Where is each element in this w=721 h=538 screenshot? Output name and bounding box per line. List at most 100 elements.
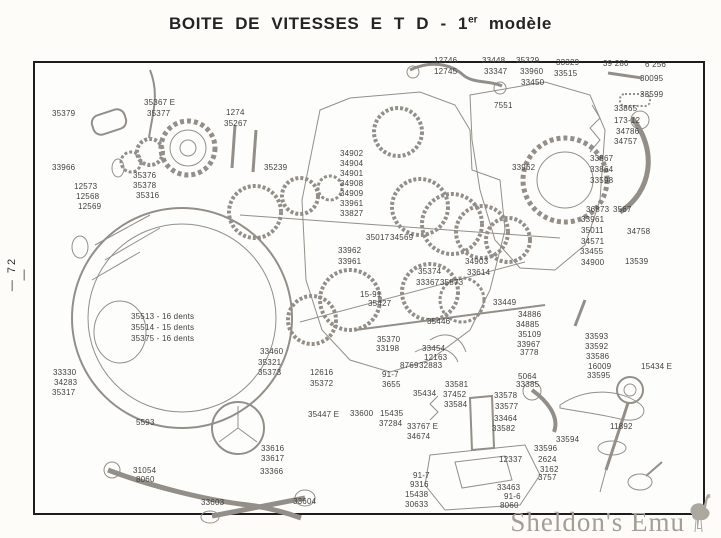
- part-label: 33961: [338, 257, 362, 266]
- part-label: 33448: [482, 56, 506, 65]
- part-label: 33595: [587, 371, 611, 380]
- part-label: 33827: [340, 209, 364, 218]
- part-label: 34885: [516, 320, 540, 329]
- part-label: 33961: [581, 215, 605, 224]
- part-label: 33586: [586, 352, 610, 361]
- part-label: 33962: [512, 163, 536, 172]
- part-label: 3757: [538, 473, 557, 482]
- part-label: 33463: [497, 483, 521, 492]
- part-label: 3655: [382, 380, 401, 389]
- part-label: 33515: [554, 69, 578, 78]
- part-label: 39 280: [603, 59, 629, 68]
- part-label: 35372: [310, 379, 334, 388]
- part-label: 35239: [264, 163, 288, 172]
- part-label: 33198: [376, 344, 400, 353]
- part-label: 34902: [340, 149, 364, 158]
- part-label: 35446: [427, 317, 451, 326]
- part-label: 12573: [74, 182, 98, 191]
- part-label: 33581: [445, 380, 469, 389]
- part-label: 34674: [407, 432, 431, 441]
- part-label: 34758: [627, 227, 651, 236]
- part-label: 12163: [424, 353, 448, 362]
- part-label: 173-12: [614, 116, 641, 125]
- part-label: 35873: [440, 278, 464, 287]
- part-label: 34571: [581, 237, 605, 246]
- part-label: 33962: [338, 246, 362, 255]
- part-label: 91-7: [413, 471, 430, 480]
- part-label: 34908: [340, 179, 364, 188]
- part-label: 12337: [499, 455, 523, 464]
- part-label: 33864: [590, 165, 614, 174]
- part-label: 33347: [484, 67, 508, 76]
- emu-icon: [690, 494, 711, 533]
- part-label: 33596: [534, 444, 558, 453]
- part-label: 37284: [379, 419, 403, 428]
- part-label: 35017: [366, 233, 390, 242]
- part-label: 11892: [610, 422, 633, 431]
- part-label: 33600: [350, 409, 374, 418]
- part-label: 8060: [136, 475, 155, 484]
- part-label: 33867: [590, 154, 614, 163]
- part-label: 9316: [410, 480, 429, 489]
- part-label: 7551: [494, 101, 513, 110]
- watermark-text: Sheldon's Emu: [510, 507, 685, 537]
- part-label: 5064: [518, 372, 537, 381]
- part-label: 33617: [261, 454, 285, 463]
- part-label: 33767 E: [407, 422, 439, 431]
- part-label: 33450: [521, 78, 545, 87]
- page-title: BOITE DE VITESSES E T D - 1er modèle: [0, 14, 721, 34]
- part-label: 35378: [133, 181, 157, 190]
- part-label: 35374: [418, 267, 442, 276]
- part-label: 33967: [517, 340, 541, 349]
- part-label: 5593: [136, 418, 155, 427]
- part-label: 33599: [640, 90, 664, 99]
- part-label: 35316: [136, 191, 160, 200]
- part-label: 12746: [434, 56, 458, 65]
- part-label: 6 256: [645, 60, 667, 69]
- part-label: 35513 - 16 dents: [131, 312, 195, 321]
- part-label: 34909: [340, 189, 364, 198]
- part-label: 34886: [518, 310, 542, 319]
- part-label: 30095: [640, 74, 664, 83]
- part-label: 35447 E: [308, 410, 340, 419]
- part-label: 8060: [500, 501, 519, 510]
- part-label: 33603: [201, 498, 225, 507]
- part-label: 34903: [465, 257, 489, 266]
- part-label: 33966: [52, 163, 76, 172]
- title-superscript: er: [468, 14, 478, 26]
- part-label: 30633: [405, 500, 429, 509]
- part-label: 33960: [520, 67, 544, 76]
- part-label: 33460: [260, 347, 284, 356]
- part-label: 35379: [52, 109, 76, 118]
- part-label: 33593: [585, 332, 609, 341]
- part-label: 13539: [625, 257, 649, 266]
- part-label: 33582: [492, 424, 516, 433]
- part-label: 33584: [444, 400, 468, 409]
- part-label: 33329: [556, 58, 580, 67]
- part-label: 35370: [377, 335, 401, 344]
- part-label: 3162: [540, 465, 559, 474]
- part-label: 37452: [443, 390, 467, 399]
- title-suffix: modèle: [477, 14, 552, 33]
- part-label: 15438: [405, 490, 429, 499]
- part-label: 35376: [133, 171, 157, 180]
- part-label: 33366: [260, 467, 284, 476]
- part-label: 3778: [520, 348, 539, 357]
- part-label: 35377: [147, 109, 171, 118]
- title-prefix: BOITE DE VITESSES E T D - 1: [169, 14, 469, 33]
- part-label: 33961: [340, 199, 364, 208]
- part-label: 34757: [614, 137, 638, 146]
- part-label: 33454: [422, 344, 446, 353]
- part-label: 8769: [400, 361, 419, 370]
- part-label: 35267: [224, 119, 248, 128]
- part-label: 35367 E: [144, 98, 176, 107]
- part-label: 35109: [518, 330, 542, 339]
- part-label: 33455: [580, 247, 604, 256]
- part-label: 33865: [614, 104, 638, 113]
- part-label: 12568: [76, 192, 100, 201]
- part-label: 35514 - 15 dents: [131, 323, 195, 332]
- part-label: 33578: [494, 391, 518, 400]
- part-label: 36873: [586, 205, 610, 214]
- part-label: 33594: [556, 435, 580, 444]
